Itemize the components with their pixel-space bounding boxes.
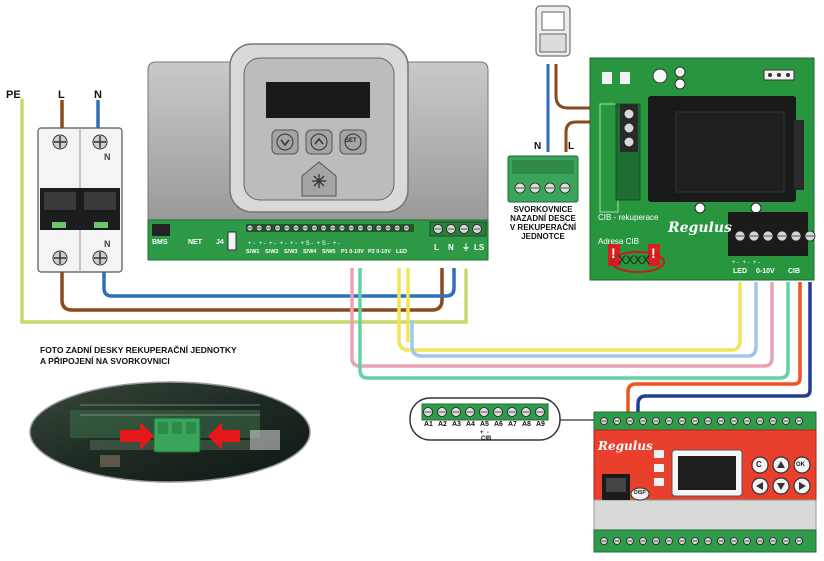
fan-button[interactable] [301,161,337,197]
terminal-label: A1 [424,421,433,428]
terminal-label: A6 [494,421,503,428]
terminal-label: S/W2 [265,249,279,255]
arrow-right-icon [120,422,154,450]
terminal-label: A3 [452,421,461,428]
cib-terminal-marks: + - + - + - [732,260,761,266]
terminal-label: L [434,243,439,252]
cib-bus-label: CIB [481,436,492,442]
set-label: SET [345,138,357,144]
terminal-label: LS [474,243,485,252]
wire-led-cable [397,268,758,358]
j4-label: J4 [216,239,224,246]
disp-label: DISP [634,490,646,496]
cib-address-value: XXXX [618,253,651,267]
power-terminal-labels: L N ⏚ LS [432,244,488,254]
a-terminal-labels: A1 A2 A3 A4 A5 A6 A7 A8 A9 [424,421,554,431]
terminal-label: P1 0-10V [341,249,364,255]
down-button[interactable] [271,129,299,155]
terminal-label: P2 0-10V [368,249,391,255]
breaker-screw [52,250,68,266]
terminal-label: A8 [522,421,531,428]
photo-caption-line-1: FOTO ZADNÍ DESKY REKUPERAČNÍ JEDNOTKY [40,345,237,355]
arrow-left-icon [208,422,240,450]
ok-button[interactable] [793,456,811,474]
alert-mark-left [608,244,620,266]
wire-0-10v-cable [350,268,790,380]
cib-terminal-led: LED [733,268,747,275]
wire-n-blue [96,100,456,298]
power-screws [433,224,482,234]
cib-address-label: Adresa CIB [598,237,639,246]
wire-connector-feed [546,64,604,152]
caption-line: NAZADNÍ DESCE [510,214,576,223]
cib-module [589,57,816,281]
breaker-screw [52,134,68,150]
controller-brand-logo: Regulus [598,439,653,453]
pe-label: PE [6,89,21,101]
terminal-label: N [448,243,454,252]
terminal-label: A5 [480,421,489,428]
bms-port [152,224,170,236]
terminal-block-power [429,221,487,237]
signal-terminal-labels: S/W1 S/W2 S/W3 S/W4 S/W5 P1 0-10V P2 0-1… [246,249,416,259]
bms-label: BMS [152,239,168,246]
cable-plug [535,5,571,57]
connector-n-label: N [534,141,542,152]
controller-display [266,82,370,118]
unit-terminal-block [507,155,579,203]
polarity-marks: + - + - + - + - + - + S - + S - + - [248,241,341,247]
wire-l-brown [60,100,444,312]
main-controller [593,411,817,553]
alert-left: ! [611,245,616,261]
terminal-label: S/W3 [284,249,298,255]
set-button[interactable] [339,129,367,155]
connector-l-label: L [568,141,575,152]
terminal-label: A2 [438,421,447,428]
terminal-label: A7 [508,421,517,428]
l-label: L [58,89,65,101]
c-button-label: C [756,460,762,469]
cib-polarity-marks: + - [480,430,489,436]
down-arrow-icon [777,483,785,490]
cib-module-name: CIB - rekuperace [598,213,659,222]
ventilation-controller [147,43,489,261]
caption-line: SVORKOVNICE [513,205,573,214]
wire-pe [20,98,468,324]
wire-cib-bus [626,282,812,414]
connector-caption: SVORKOVNICE NAZADNÍ DESCE V REKUPERAČNÍ … [496,206,590,241]
terminal-label: A9 [536,421,545,428]
breaker-n-bottom: N [104,239,111,249]
caption-line: V REKUPERAČNÍ [509,223,577,232]
cib-brand-logo: Regulus [668,220,732,236]
right-arrow-icon [799,482,806,490]
circuit-breaker [37,127,123,273]
terminal-label: S/W4 [303,249,317,255]
left-arrow-icon [756,482,763,490]
up-button[interactable] [305,129,333,155]
signal-screws [246,224,410,232]
up-arrow-icon [777,461,785,468]
terminal-label: LED [396,249,407,255]
terminal-label: S/W5 [322,249,336,255]
ok-button-label: OK [796,462,805,468]
cib-terminal-cib: CIB [788,268,801,275]
terminal-label: S/W1 [246,249,260,255]
breaker-screw [92,134,108,150]
c-button[interactable] [751,456,769,474]
caption-line: JEDNOTCE [521,232,565,241]
rear-board-photo [29,381,311,483]
alert-right: ! [651,245,656,261]
net-label: NET [188,239,202,246]
terminal-label: A4 [466,421,475,428]
breaker-screw [92,250,108,266]
photo-caption-line-2: A PŘIPOJENÍ NA SVORKOVNICI [40,356,170,366]
controller-terminal-zoom [409,397,596,441]
n-label: N [94,89,102,101]
cib-terminal-0-10v: 0-10V [756,268,775,275]
ground-icon: ⏚ [462,243,470,252]
breaker-n-top: N [104,152,111,162]
disp-port [630,487,650,501]
